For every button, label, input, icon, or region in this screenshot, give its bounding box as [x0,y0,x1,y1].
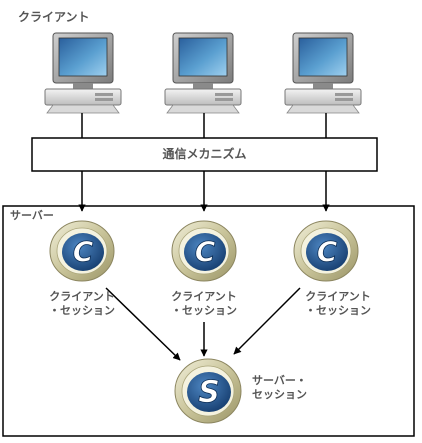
client-session-label-line1: クライアント [171,290,237,303]
client-session-icon: C [49,220,115,282]
server-session: S [174,358,242,424]
server-session-icon: S [174,358,242,424]
session-letter: C [195,235,216,268]
server-box [2,205,415,437]
session-letter: C [317,235,338,268]
client-session-label: クライアント ・セッション [278,290,398,318]
client-session-label: クライアント ・セッション [22,290,142,318]
client-session: C [171,220,237,282]
clients-title: クライアント [18,10,90,24]
computer-icon [44,32,122,114]
server-session-label: サーバー・ セッション [252,374,307,402]
client-session-label-line2: ・セッション [49,304,115,317]
session-arrow [105,287,181,361]
client-session: C [293,220,359,282]
client-session-label: クライアント ・セッション [144,290,264,318]
server-label: サーバー [10,209,54,222]
session-letter: S [198,375,220,410]
client-computer [164,32,242,114]
client-session-label-line2: ・セッション [171,304,237,317]
communication-mechanism-label: 通信メカニズム [162,147,247,161]
client-session-label-line1: クライアント [305,290,371,303]
session-arrow [233,287,301,355]
client-session-icon: C [293,220,359,282]
client-computer [284,32,362,114]
communication-mechanism-box [31,137,378,172]
client-session-label-line1: クライアント [49,290,115,303]
computer-icon [284,32,362,114]
client-session-label-line2: ・セッション [305,304,371,317]
server-session-label-line1: サーバー・ [252,374,307,387]
server-session-label-line2: セッション [252,388,307,401]
client-computer [44,32,122,114]
computer-icon [164,32,242,114]
client-session-icon: C [171,220,237,282]
client-session: C [49,220,115,282]
session-letter: C [73,235,94,268]
